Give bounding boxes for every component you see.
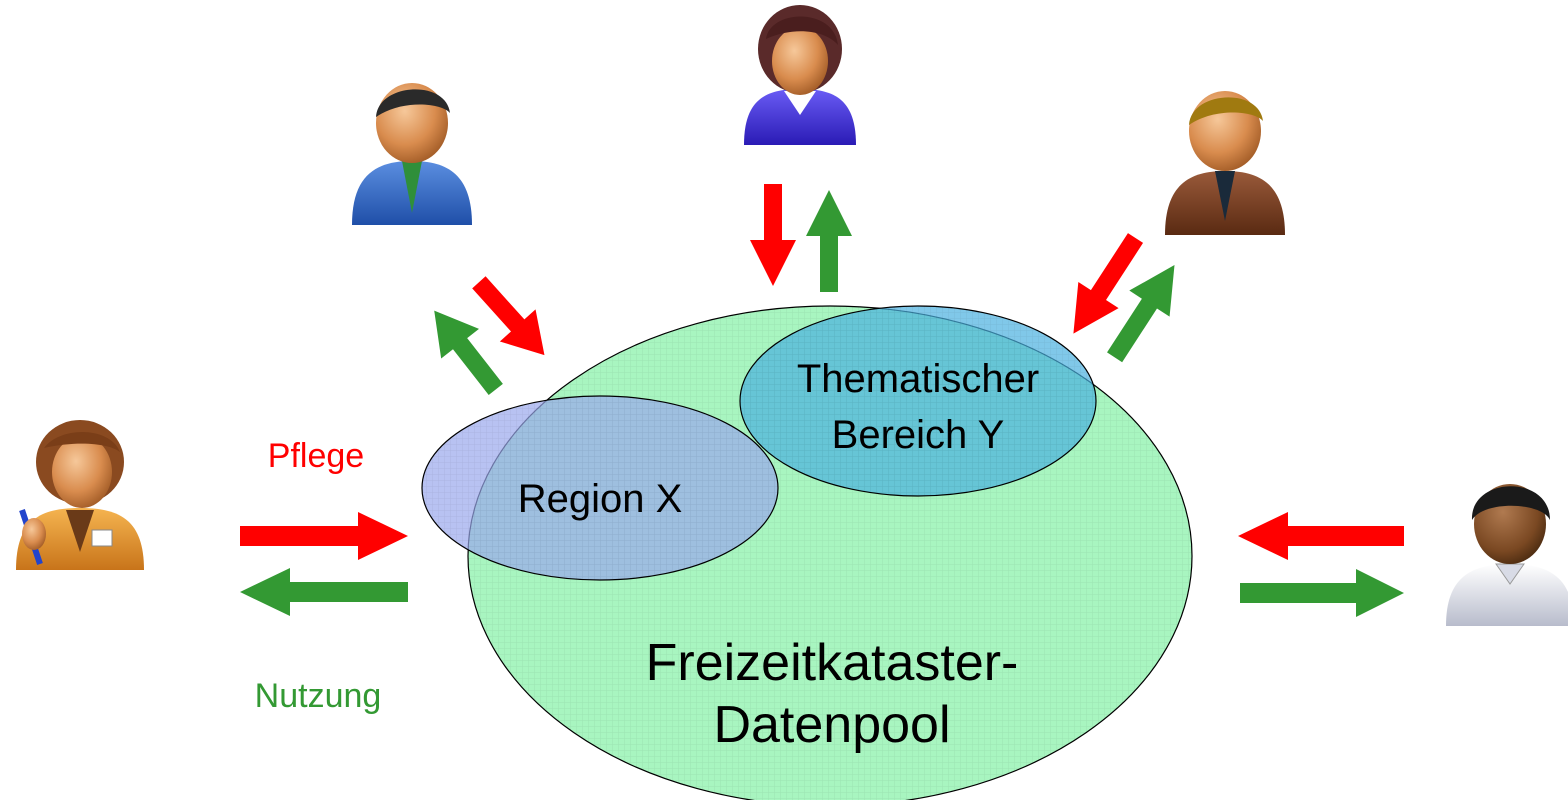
- maintenance-label: Pflege: [268, 437, 364, 475]
- person-brown-suit-icon: [1165, 91, 1285, 235]
- maintenance-arrow-top: [750, 184, 796, 286]
- maintenance-arrow-left: [240, 512, 408, 560]
- region-ellipse: [421, 395, 779, 581]
- region-label: Region X: [518, 477, 683, 521]
- thematic-label-line2: Bereich Y: [832, 413, 1005, 457]
- usage-arrow-left: [240, 568, 408, 616]
- usage-label: Nutzung: [255, 677, 382, 715]
- maintenance-arrow-upper-right: [1073, 233, 1144, 334]
- usage-arrow-right: [1240, 569, 1404, 617]
- usage-arrow-top: [806, 190, 852, 292]
- maintenance-arrow-right: [1238, 512, 1404, 560]
- pool-label-line1: Freizeitkataster-: [646, 634, 1019, 692]
- usage-arrow-upper-right: [1107, 265, 1175, 363]
- person-purple-woman-icon: [744, 5, 856, 145]
- thematic-ellipse: [739, 305, 1097, 497]
- person-blue-suit-icon: [352, 83, 472, 225]
- person-white-shirt-icon: [1446, 484, 1568, 626]
- maintenance-arrow-upper-left: [472, 276, 545, 356]
- usage-arrow-upper-left: [434, 310, 503, 395]
- pool-label-line2: Datenpool: [713, 696, 950, 754]
- thematic-label-line1: Thematischer: [797, 357, 1039, 401]
- person-pencil-icon: [16, 420, 144, 570]
